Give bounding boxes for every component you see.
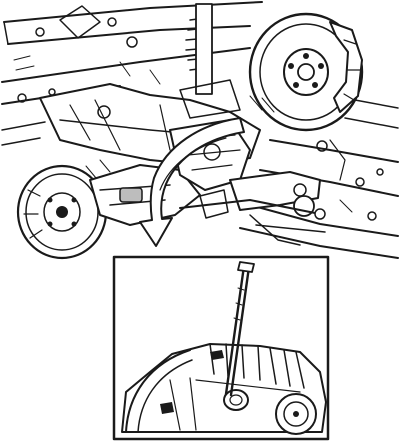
dipstick — [224, 261, 255, 397]
hatch-shading — [13, 55, 353, 213]
brake-rotor-front — [248, 12, 364, 132]
curved-arrow-icon — [139, 117, 245, 247]
transmission-case — [121, 343, 327, 435]
brake-drum-left — [16, 164, 108, 260]
frame-rail-upper — [3, 1, 263, 48]
suspension-components — [89, 3, 346, 246]
detail-inset — [112, 255, 330, 441]
vehicle-frame-assembly — [1, 1, 399, 260]
frame-rail-right — [239, 99, 399, 259]
